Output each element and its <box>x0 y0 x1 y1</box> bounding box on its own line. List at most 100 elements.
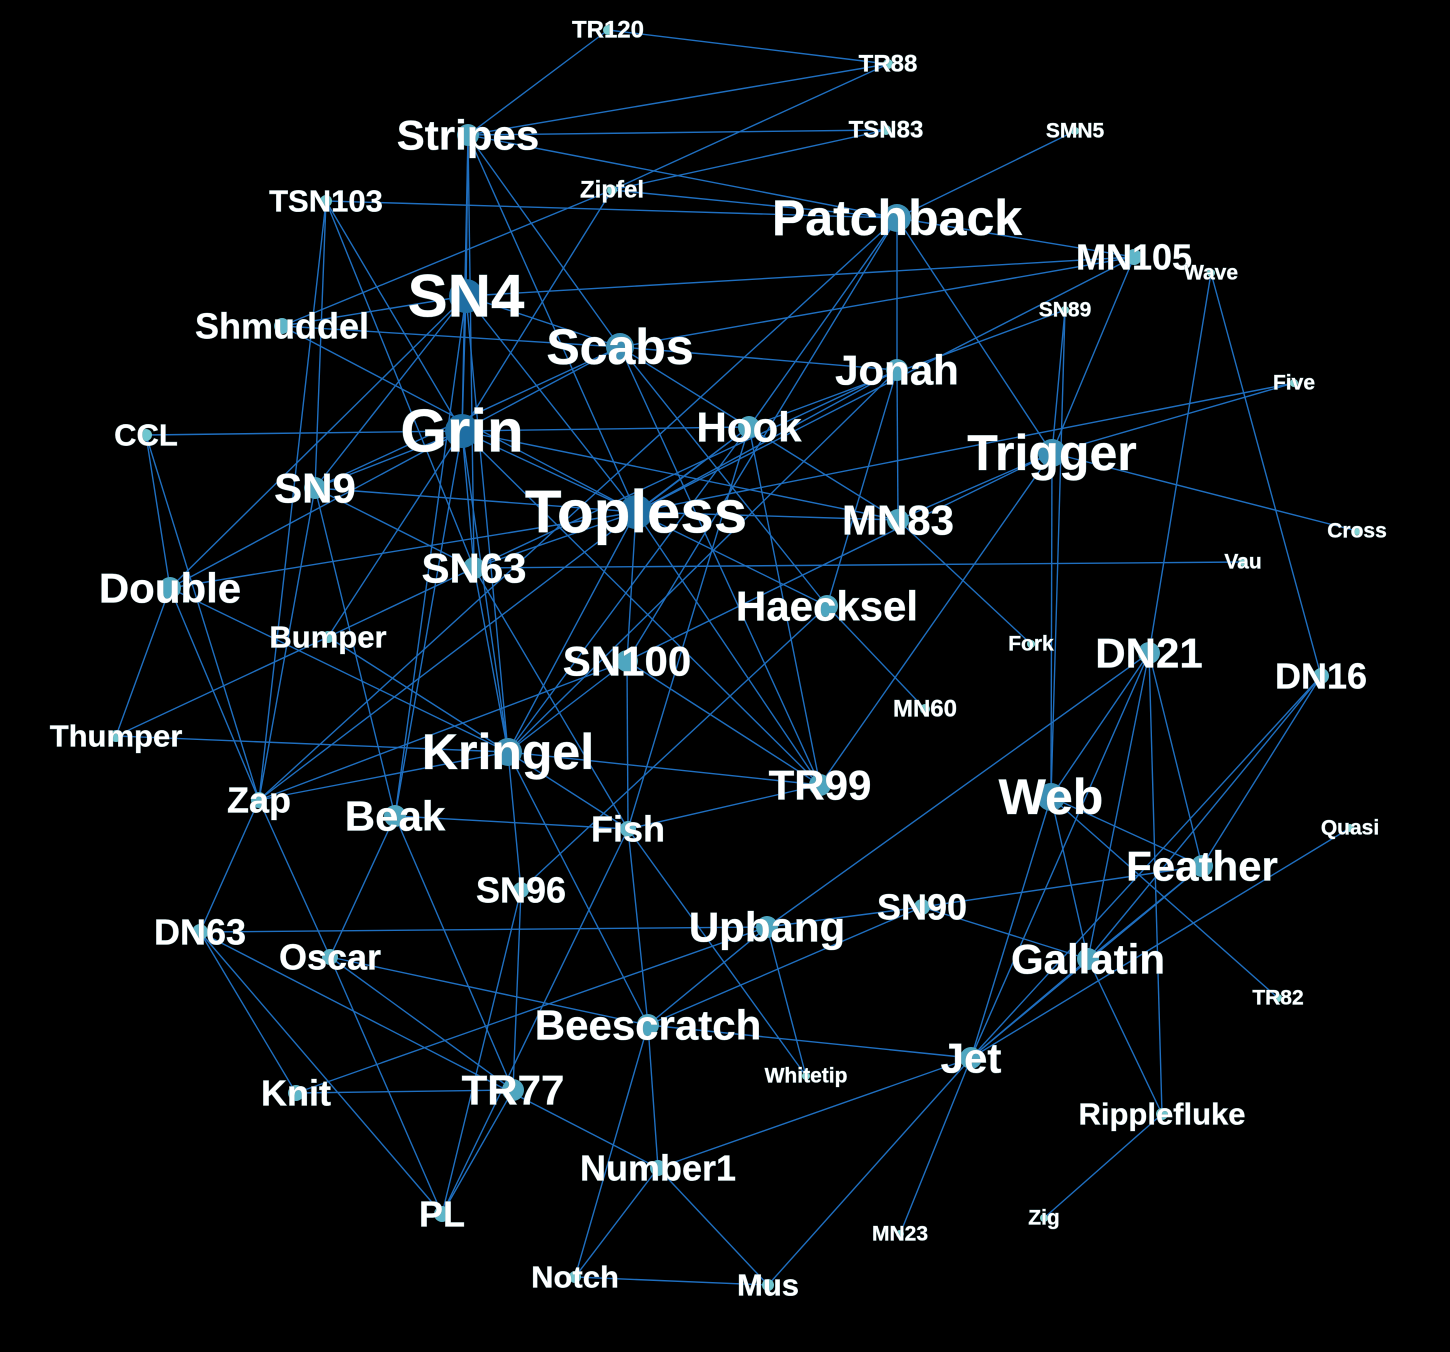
node-jonah[interactable] <box>886 359 908 381</box>
node-label-web: Web <box>999 769 1104 825</box>
node-tr99[interactable] <box>809 774 831 796</box>
edge-patchback-zap <box>258 217 898 801</box>
node-haecksel[interactable] <box>816 595 838 617</box>
node-upbang[interactable] <box>756 916 778 938</box>
node-label-jet: Jet <box>941 1035 1002 1082</box>
edge-sn4-topless <box>465 295 637 513</box>
node-mus[interactable] <box>762 1279 774 1291</box>
edge-topless-haecksel <box>635 511 828 607</box>
node-bumper[interactable] <box>322 631 334 643</box>
node-gallatin[interactable] <box>1077 948 1099 970</box>
edge-smn5-patchback <box>896 130 1076 219</box>
edge-dn63-number1 <box>199 931 659 1169</box>
node-feather[interactable] <box>1191 855 1213 877</box>
node-stripes[interactable] <box>457 124 479 146</box>
edge-sn90-gallatin <box>921 906 1089 960</box>
edge-beak-oscar <box>329 815 396 958</box>
node-scabs[interactable] <box>606 333 634 361</box>
edge-tsn103-grin <box>325 200 463 432</box>
node-zap[interactable] <box>251 792 267 808</box>
edge-mn105-sn4 <box>465 256 1135 297</box>
node-label-sn100: SN100 <box>563 638 691 685</box>
node-mn105[interactable] <box>1126 249 1142 265</box>
node-wave[interactable] <box>1207 269 1215 277</box>
node-mn83[interactable] <box>887 509 909 531</box>
node-ccl[interactable] <box>140 429 152 441</box>
node-label-mn105: MN105 <box>1076 237 1192 278</box>
node-jet[interactable] <box>960 1047 982 1069</box>
node-number1[interactable] <box>650 1160 666 1176</box>
node-label-number1: Number1 <box>580 1148 736 1189</box>
node-label-gallatin: Gallatin <box>1011 936 1165 983</box>
node-web[interactable] <box>1037 783 1065 811</box>
edge-dn63-knit <box>199 931 297 1094</box>
node-kringel[interactable] <box>494 738 522 766</box>
node-zig[interactable] <box>1040 1214 1048 1222</box>
node-dn16[interactable] <box>1313 668 1329 684</box>
node-whitetip[interactable] <box>802 1072 810 1080</box>
node-smn5[interactable] <box>1071 127 1079 135</box>
edge-tr88-stripes <box>467 63 889 136</box>
edge-upbang-knit <box>295 926 768 1094</box>
edge-haecksel-mn60 <box>826 605 926 710</box>
node-zipfel[interactable] <box>607 185 617 195</box>
edge-notch-mus <box>574 1276 769 1286</box>
node-five[interactable] <box>1290 379 1298 387</box>
node-label-beak: Beak <box>345 793 446 840</box>
node-fish[interactable] <box>620 821 636 837</box>
node-tsn83[interactable] <box>881 125 891 135</box>
edge-patchback-trigger <box>896 217 1053 454</box>
node-mn23[interactable] <box>896 1230 904 1238</box>
edge-feather-sn90 <box>921 865 1203 908</box>
edge-stripes-topless <box>467 134 637 513</box>
edge-beak-fish <box>394 815 629 830</box>
node-label-bumper: Bumper <box>269 620 386 655</box>
node-tr82[interactable] <box>1274 994 1282 1002</box>
node-mn60[interactable] <box>920 704 930 714</box>
node-label-tsn83: TSN83 <box>849 117 924 144</box>
node-knit[interactable] <box>288 1085 304 1101</box>
edge-bumper-kringel <box>327 636 509 753</box>
node-grin[interactable] <box>445 414 479 448</box>
edge-mn105-trigger <box>1051 256 1135 454</box>
node-thumper[interactable] <box>110 730 122 742</box>
node-tr120[interactable] <box>603 25 613 35</box>
node-hook[interactable] <box>738 416 760 438</box>
edge-thumper-kringel <box>115 735 509 753</box>
node-sn90[interactable] <box>914 899 930 915</box>
node-quasi[interactable] <box>1346 824 1354 832</box>
node-sn63[interactable] <box>463 557 485 579</box>
node-fork[interactable] <box>1027 640 1035 648</box>
edge-stripes-tsn83 <box>467 129 887 136</box>
node-shmuddel[interactable] <box>274 318 290 334</box>
edge-kringel-sn96 <box>507 751 522 891</box>
node-beescratch[interactable] <box>637 1014 659 1036</box>
node-ripplefluke[interactable] <box>1156 1108 1168 1120</box>
node-vau[interactable] <box>1239 558 1247 566</box>
node-cross[interactable] <box>1353 527 1361 535</box>
node-pl[interactable] <box>434 1206 450 1222</box>
node-label-zipfel: Zipfel <box>580 177 644 204</box>
node-tr77[interactable] <box>502 1079 524 1101</box>
node-dn63[interactable] <box>192 924 208 940</box>
node-sn100[interactable] <box>616 650 638 672</box>
node-tsn103[interactable] <box>320 195 332 207</box>
node-topless[interactable] <box>619 495 653 529</box>
node-oscar[interactable] <box>322 949 338 965</box>
node-beak[interactable] <box>384 805 406 827</box>
node-patchback[interactable] <box>883 204 911 232</box>
node-label-mn83: MN83 <box>842 497 954 544</box>
node-sn89[interactable] <box>1061 306 1069 314</box>
node-double[interactable] <box>159 577 181 599</box>
node-notch[interactable] <box>569 1271 581 1283</box>
node-dn21[interactable] <box>1138 642 1160 664</box>
node-sn9[interactable] <box>304 477 326 499</box>
node-sn96[interactable] <box>513 882 529 898</box>
edge-sn63-fish <box>473 567 629 830</box>
node-sn4[interactable] <box>449 279 483 313</box>
edge-mn105-topless <box>635 256 1135 513</box>
node-label-vau: Vau <box>1224 551 1261 574</box>
node-tr88[interactable] <box>883 59 893 69</box>
node-trigger[interactable] <box>1038 439 1066 467</box>
node-label-five: Five <box>1273 372 1315 395</box>
